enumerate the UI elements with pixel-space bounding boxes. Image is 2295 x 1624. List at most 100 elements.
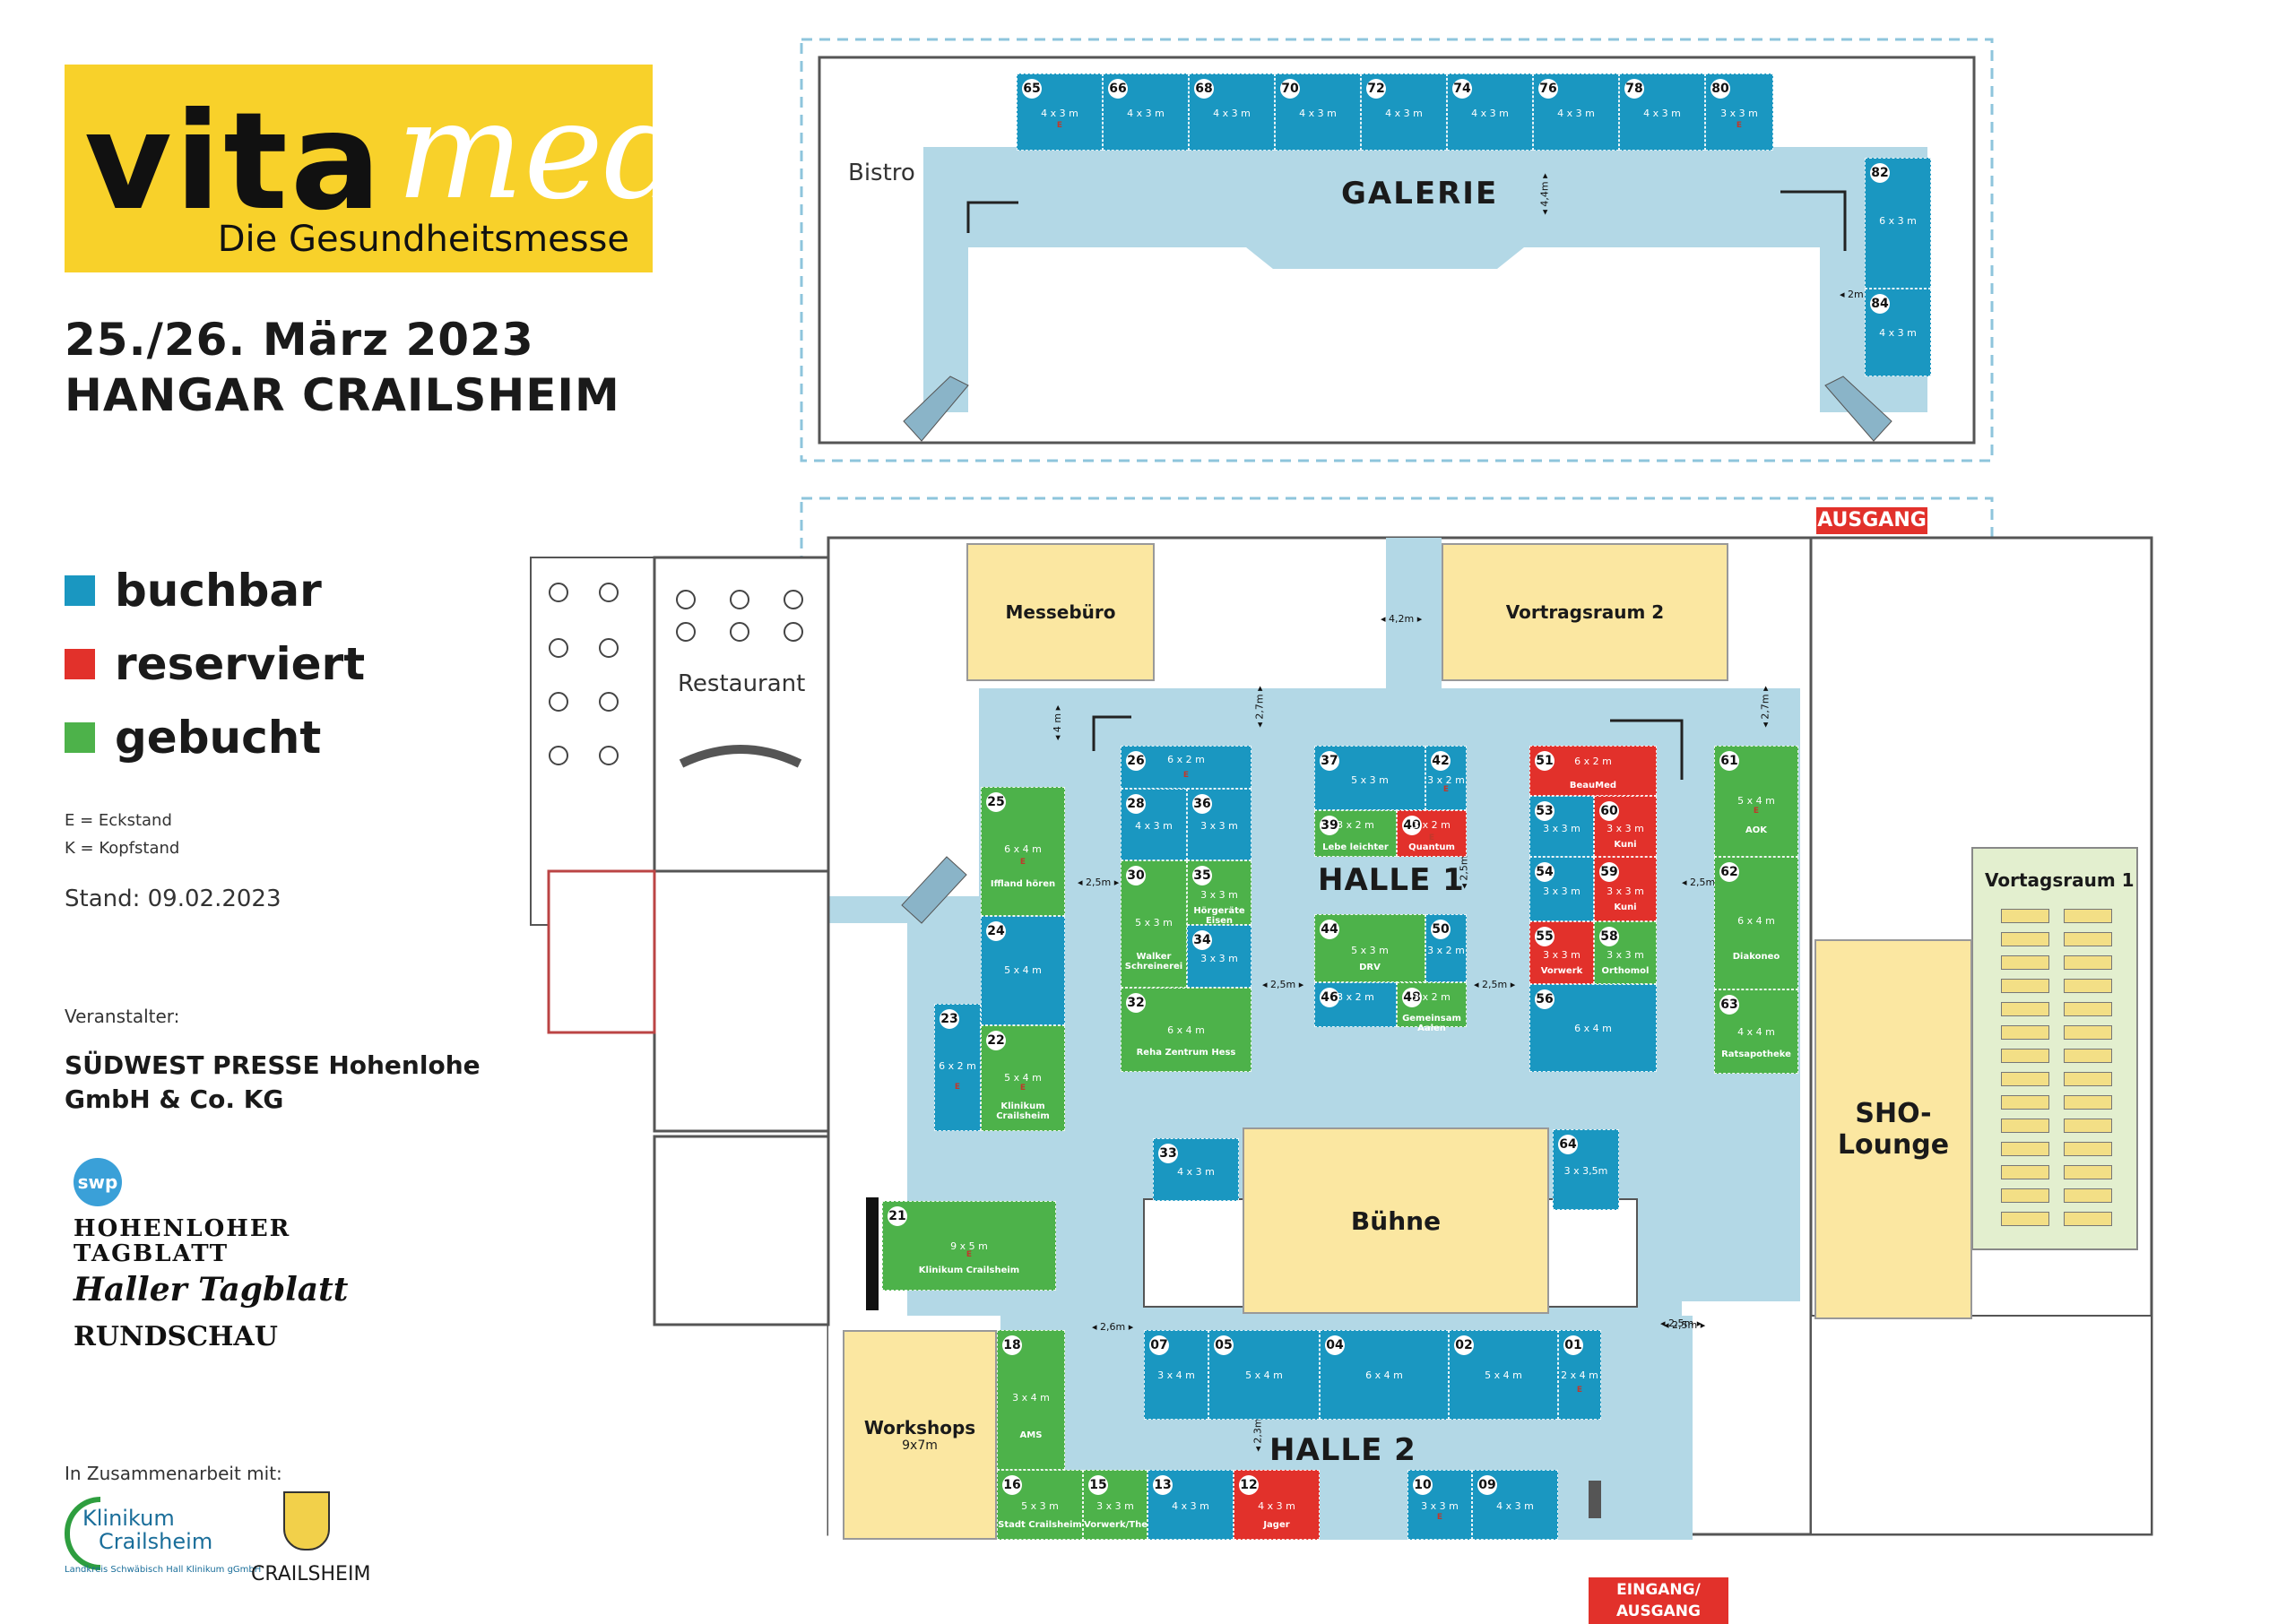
galerie-arrow-left — [966, 201, 1018, 233]
table-icon — [676, 590, 696, 609]
booth-number: 02 — [1454, 1335, 1474, 1355]
seat-row — [2064, 1119, 2112, 1133]
booth-size: 3 x 3 m — [1606, 948, 1644, 961]
halle1-arrow-right — [1610, 719, 1684, 780]
logo-vita: vita — [84, 84, 385, 240]
organizer-label: Veranstalter: — [65, 1006, 180, 1027]
sanitary-block — [653, 869, 830, 1133]
aisle-dimension: ◂ 4,4m ▸ — [1538, 173, 1551, 215]
stand-date: Stand: 09.02.2023 — [65, 885, 281, 912]
seat-row — [2064, 1049, 2112, 1063]
legend-swatch — [65, 722, 95, 753]
seat-row — [2001, 979, 2049, 993]
booth-number: 36 — [1192, 794, 1212, 814]
booth-number: 39 — [1320, 816, 1339, 835]
booth-number: 80 — [1710, 79, 1730, 99]
organizer-line2: GmbH & Co. KG — [65, 1084, 284, 1114]
seat-row — [2064, 1188, 2112, 1203]
booth-number: 54 — [1535, 862, 1555, 882]
booth-number: 21 — [888, 1206, 907, 1226]
table-icon — [730, 590, 749, 609]
booth-size: 4 x 3 m — [1127, 107, 1165, 119]
halle1-arrow-left — [1092, 715, 1131, 751]
booth-size: 4 x 3 m — [1213, 107, 1251, 119]
logo-subtitle: Die Gesundheitsmesse — [217, 219, 629, 260]
booth-corner-mark: E — [1753, 807, 1760, 816]
booth-number: 01 — [1563, 1335, 1583, 1355]
booth-exhibitor: Iffland hören — [990, 879, 1056, 890]
booth-exhibitor: Klinikum Crailsheim — [918, 1265, 1020, 1275]
booth-size: 4 x 3 m — [1299, 107, 1337, 119]
booth-size: 6 x 4 m — [1574, 1023, 1612, 1035]
booth-corner-mark: E — [1182, 770, 1190, 780]
seat-row — [2001, 1142, 2049, 1156]
booth-size: 9 x 5 m — [950, 1240, 988, 1253]
booth-number: 65 — [1022, 79, 1042, 99]
booth-corner-mark: E — [966, 1249, 973, 1259]
booth-size: 3 x 2 m — [1337, 990, 1374, 1003]
swp-logo: swp — [74, 1158, 122, 1206]
booth-size: 3 x 3 m — [1200, 952, 1238, 964]
seat-row — [2064, 1025, 2112, 1040]
booth-number: 40 — [1402, 816, 1422, 835]
wall-block — [866, 1197, 879, 1310]
seat-row — [2064, 1095, 2112, 1110]
